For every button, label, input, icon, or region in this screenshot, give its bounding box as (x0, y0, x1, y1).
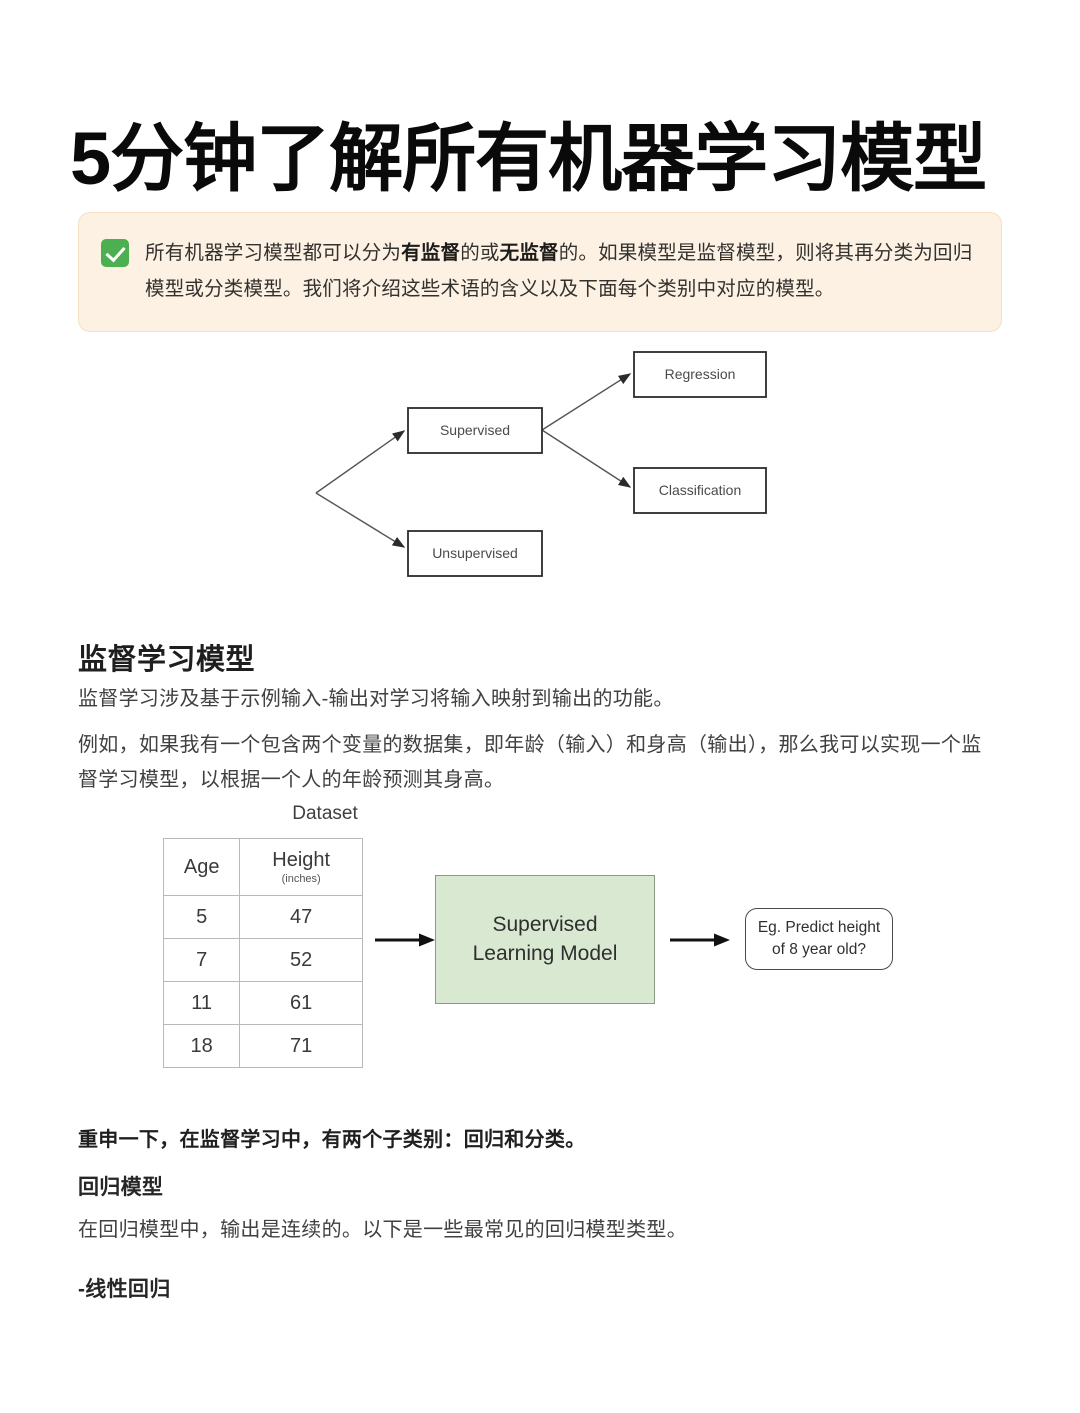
heading-supervised-models: 监督学习模型 (78, 644, 256, 677)
dataset-title: Dataset (292, 803, 358, 824)
callout-bold-supervised: 有监督 (401, 242, 461, 264)
callout-text: 所有机器学习模型都可以分为有监督的或无监督的。如果模型是监督模型，则将其再分类为… (145, 235, 975, 307)
callout-text-part3: 的。如果模型是监督模型，则将其再分类为回归模型或分类模型。我们将介绍这些术语的含… (145, 242, 973, 301)
paragraph-supervised-definition: 监督学习涉及基于示例输入-输出对学习将输入映射到输出的功能。 (78, 688, 674, 710)
supervised-learning-model-box: Supervised Learning Model (435, 875, 655, 1004)
column-header-age: Age (162, 838, 241, 896)
table-row: 7 52 (162, 938, 363, 982)
ml-taxonomy-diagram: Supervised Unsupervised Regression Class… (300, 332, 800, 588)
model-box-line1: Supervised (492, 913, 598, 937)
table-row: 18 71 (162, 1024, 363, 1068)
callout-bold-unsupervised: 无监督 (499, 242, 559, 264)
supervised-flow-figure: Dataset Age Height (inches) 5 47 7 (150, 795, 950, 1068)
model-box-line2: Learning Model (472, 941, 618, 965)
cell-age: 5 (162, 895, 241, 939)
cell-age: 11 (162, 981, 241, 1025)
column-header-height-unit: (inches) (281, 873, 321, 885)
page-title: 5分钟了解所有机器学习模型 (70, 116, 987, 200)
predict-box-line2: of 8 year old? (772, 941, 866, 958)
column-header-height: Height (inches) (239, 838, 363, 896)
diagram-node-classification: Classification (633, 467, 767, 514)
cell-height: 47 (239, 895, 363, 939)
heading-linear-regression: -线性回归 (78, 1278, 171, 1301)
table-row: 11 61 (162, 981, 363, 1025)
cell-age: 7 (162, 938, 241, 982)
prediction-example-box: Eg. Predict height of 8 year old? (745, 908, 893, 970)
table-header-row: Age Height (inches) (162, 838, 363, 896)
cell-height: 52 (239, 938, 363, 982)
paragraph-restate-subcategories: 重申一下，在监督学习中，有两个子类别：回归和分类。 (78, 1129, 586, 1151)
diagram-node-regression: Regression (633, 351, 767, 398)
column-header-height-label: Height (272, 849, 331, 871)
paragraph-regression-definition: 在回归模型中，输出是连续的。以下是一些最常见的回归模型类型。 (78, 1219, 687, 1241)
diagram-node-supervised-label: Supervised (440, 422, 510, 438)
table-row: 5 47 (162, 895, 363, 939)
arrow-dataset-to-model-icon (375, 933, 435, 952)
diagram-node-supervised: Supervised (407, 407, 543, 454)
cell-height: 61 (239, 981, 363, 1025)
paragraph-supervised-example: 例如，如果我有一个包含两个变量的数据集，即年龄（输入）和身高（输出），那么我可以… (78, 734, 982, 791)
cell-age: 18 (162, 1024, 241, 1068)
callout-text-part2: 的或 (460, 242, 500, 264)
dataset-table: Age Height (inches) 5 47 7 52 11 (162, 838, 363, 1068)
predict-box-line1: Eg. Predict height (757, 919, 881, 937)
diagram-node-unsupervised: Unsupervised (407, 530, 543, 577)
diagram-node-unsupervised-label: Unsupervised (432, 545, 518, 561)
arrow-model-to-prediction-icon (670, 933, 730, 952)
info-callout: 所有机器学习模型都可以分为有监督的或无监督的。如果模型是监督模型，则将其再分类为… (78, 212, 1002, 333)
cell-height: 71 (239, 1024, 363, 1068)
diagram-node-regression-label: Regression (665, 366, 736, 382)
diagram-node-classification-label: Classification (659, 482, 741, 498)
white-check-mark-icon (101, 239, 129, 267)
callout-text-part1: 所有机器学习模型都可以分为 (145, 242, 402, 264)
heading-regression-models: 回归模型 (78, 1176, 164, 1199)
